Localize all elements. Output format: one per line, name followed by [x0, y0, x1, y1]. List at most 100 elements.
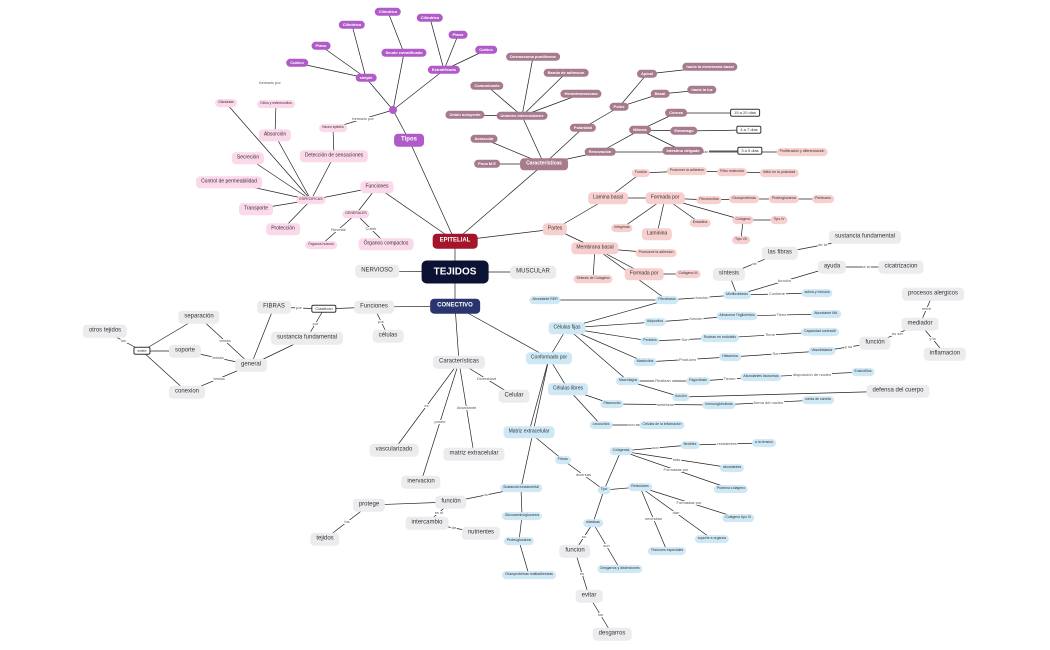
- node-funcionLB: Función: [631, 169, 651, 177]
- node-eosinofilos: Eosinófilos: [851, 368, 875, 376]
- edge-sustanciaF-glucosam: [520, 487, 523, 517]
- edge-label: por: [311, 320, 320, 326]
- node-funcionesE: Funciones: [360, 181, 394, 193]
- edge-polos-apical: [618, 73, 648, 108]
- edge-label: por: [377, 318, 385, 324]
- node-conformado: Conformado por: [525, 352, 573, 364]
- node-desmosoma: Desmosoma puntiforme: [506, 52, 560, 62]
- edge-uniones-comunicante: [486, 85, 523, 117]
- node-epitelial: EPITELIAL: [432, 233, 478, 249]
- edge-label: brinda: [211, 355, 225, 360]
- node-flexibles: flexibles: [680, 441, 700, 449]
- node-polaridad: Polaridad: [569, 123, 597, 133]
- node-funcionesC: Funciones: [354, 300, 394, 314]
- edge-label: por: [295, 305, 303, 310]
- node-miofibro: Miofibroblasto: [723, 291, 751, 299]
- node-cubico2: Cubico: [475, 45, 497, 55]
- node-protege: protege: [352, 498, 386, 512]
- edge-conformado-sustanciaF: [520, 357, 550, 489]
- edge-label: es el: [433, 509, 445, 515]
- node-funcionM: función: [672, 393, 690, 401]
- node-tejidosL: tejidos: [310, 532, 340, 546]
- edge-tipoF-elasticas: [592, 489, 605, 524]
- edge-estratificado-cilindrico3: [429, 17, 445, 71]
- edge-seudo-cilindrico2: [387, 11, 405, 54]
- node-plasmocito: Plasmocito: [600, 400, 624, 408]
- edge-label: los: [119, 338, 128, 343]
- node-almacena: Almacena Triglicéridos: [716, 312, 758, 320]
- edge-label: Formadas por: [662, 467, 690, 472]
- edge-simple-cubico1: [296, 62, 367, 79]
- edge-especificas-deteccion: [310, 155, 335, 201]
- edge-label: Diversidad: [476, 376, 497, 381]
- edge-especificas-secrecion: [247, 157, 312, 201]
- edge-celulaslibres-leucocitos: [567, 388, 602, 426]
- node-conexion: conexion: [168, 385, 206, 399]
- edge-label: función: [694, 294, 710, 300]
- edge-label: la: [483, 492, 489, 497]
- node-tipovii: Tipo VII: [732, 236, 750, 244]
- edge-label: Revestir: [330, 226, 347, 232]
- node-proteinaCol: Proteína colágeno: [713, 485, 749, 493]
- edge-formadaPor-laminina: [656, 197, 666, 235]
- node-colageno: Colágeno: [732, 216, 754, 224]
- node-muscular: MUSCULAR: [510, 265, 556, 279]
- node-mediador: mediador: [901, 317, 939, 331]
- node-membranabasal: Membrana basal: [571, 242, 619, 254]
- node-deteccion: Detección de sensaciones: [299, 150, 369, 162]
- node-ruedaCarreta: rueda de carreta: [802, 396, 834, 404]
- edge-label: es: [423, 403, 430, 408]
- edge-label: de: [751, 260, 758, 266]
- node-caracteristicasE: Caracteristicas: [520, 158, 568, 170]
- node-cicatriz: cicatrizacion: [878, 260, 924, 274]
- edge-label: resistentes: [716, 441, 738, 446]
- node-mitosis: Mitosis: [629, 125, 651, 135]
- edge-uniones-desmosoma: [521, 56, 534, 117]
- edge-label: son: [651, 445, 660, 450]
- node-cilios: Cilios y estereocilios: [257, 100, 295, 108]
- node-seudo: Seudo estratificado: [381, 48, 427, 58]
- node-prolif: Proliferación y diferenciación: [776, 148, 828, 156]
- edge-label: brinda: [218, 338, 232, 343]
- edge-label: necesitan: [643, 516, 664, 521]
- node-tipos: Tipos: [394, 133, 424, 147]
- node-separacion: separación: [178, 310, 220, 324]
- node-controlperm: Control de permeabilidad: [196, 176, 262, 188]
- node-proteccion: Protección: [266, 223, 300, 235]
- node-formadaPor: Formada por: [645, 192, 685, 204]
- node-cubico1: Cubico: [286, 58, 308, 68]
- node-leucocitos: Leucocitos: [589, 421, 613, 429]
- node-generales: GENERALES: [342, 210, 370, 218]
- node-vascularizado: vascularizado: [369, 443, 419, 457]
- node-celular: Celular: [498, 389, 530, 403]
- edge-label: posee: [433, 419, 447, 424]
- node-sintesisCol: Sintesis de Colageno: [573, 275, 613, 283]
- node-especificas: ESPECIFICAS: [296, 196, 326, 204]
- edge-label: Producen: [677, 356, 698, 362]
- edge-label: Formadas por: [675, 499, 703, 505]
- edge-epitelial-caracteristicasE: [454, 163, 545, 242]
- node-otrostejidos: otros tejidos: [82, 324, 128, 338]
- node-desgarros2: desgarros: [592, 627, 632, 641]
- node-polos: Polos: [609, 102, 629, 112]
- edge-tipoF-colagenasT: [603, 450, 622, 491]
- node-sintesis: síntesis: [712, 267, 746, 281]
- node-cilindrico2: Cilíndrico: [374, 7, 402, 17]
- node-formadaPor2: Formada por: [624, 268, 664, 280]
- node-abundantesLis: Abundantes lisosomas: [740, 373, 782, 381]
- node-fibrasR: las fibras: [761, 246, 799, 260]
- node-funcionC: función: [435, 495, 467, 509]
- node-simple: simple: [355, 73, 377, 83]
- edge-epitelial-funcionesE: [376, 186, 456, 242]
- node-tipoF: Tipo: [597, 486, 611, 494]
- node-abundanteMit: Abundante Mit.: [811, 310, 841, 318]
- node-defensa: defensa del cuerpo: [866, 384, 930, 398]
- node-soporteOrg: soporte a organos: [694, 535, 730, 543]
- node-colagenoIII2: Colágeno tipo III: [722, 514, 754, 522]
- node-bandaadh: Banda de adhesion: [543, 68, 589, 78]
- node-organoscomp: Órganos compactos: [358, 238, 414, 250]
- edge-label: su: [580, 534, 588, 539]
- node-apical: Apical: [636, 69, 658, 79]
- node-avascular: Avascular: [470, 134, 498, 144]
